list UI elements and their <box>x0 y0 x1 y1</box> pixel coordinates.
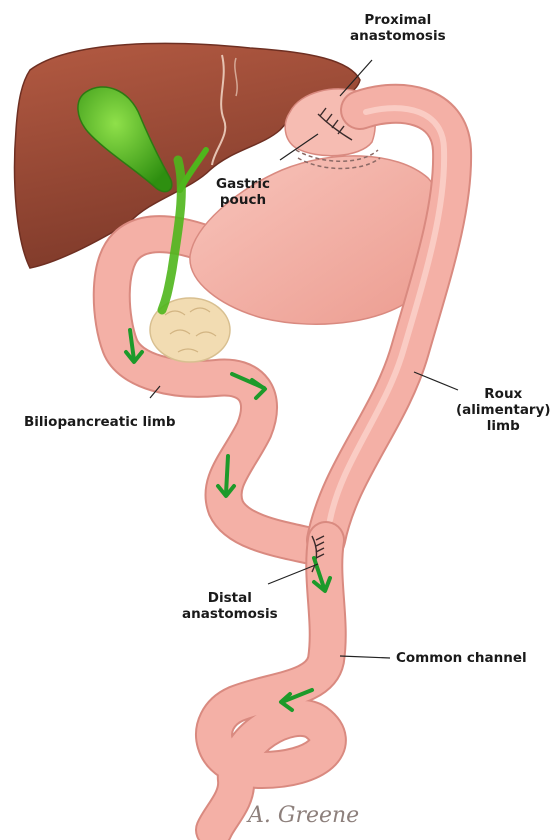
biliopancreatic-limb-label: Biliopancreatic limb <box>24 414 176 430</box>
common-channel-fill <box>214 540 328 830</box>
proximal-anastomosis-label: Proximal anastomosis <box>350 12 446 44</box>
gastric-pouch-label: Gastric pouch <box>216 176 270 208</box>
common-channel-label: Common channel <box>396 650 527 666</box>
roux-limb-label: Roux (alimentary) limb <box>456 386 551 434</box>
distal-anastomosis-label: Distal anastomosis <box>182 590 278 622</box>
artist-signature: A. Greene <box>246 803 359 828</box>
